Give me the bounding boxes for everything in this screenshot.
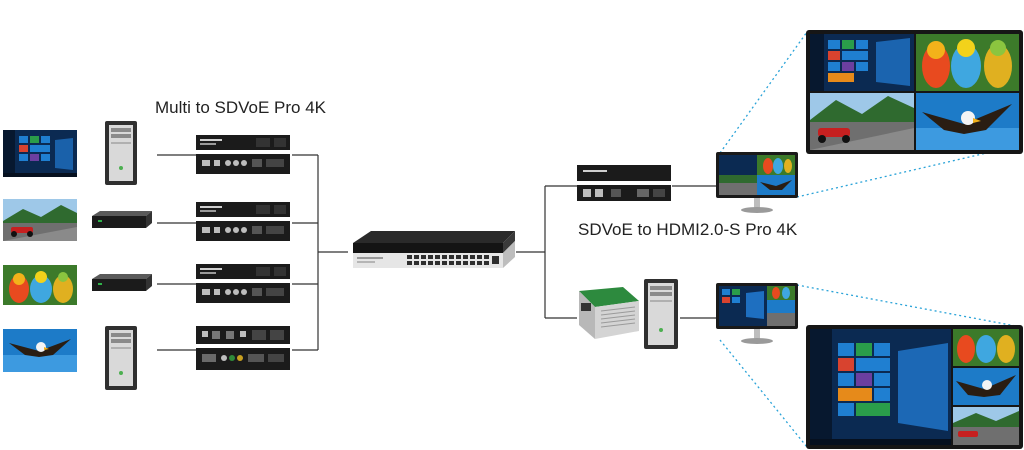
network-switch-icon (353, 231, 515, 268)
pc-tower-icon (644, 279, 678, 349)
encoder-group-title: Multi to SDVoE Pro 4K (155, 98, 327, 117)
racing-scene-thumbnail (3, 199, 77, 241)
quad-eagle (916, 93, 1019, 150)
quad-racing (810, 93, 914, 150)
monitor-icon (716, 152, 798, 213)
quad-windows-desktop (810, 34, 914, 91)
multi-input-encoder-icon (196, 326, 290, 370)
sdvoe-pcie-card-icon (579, 287, 639, 339)
monitor-icon (716, 283, 798, 344)
parrots-thumbnail (3, 265, 77, 305)
sdvoe-decoder-icon (577, 165, 671, 201)
main-windows-desktop (810, 329, 951, 445)
sdvoe-encoder-icon (196, 202, 290, 241)
videowall-mixed-display (806, 325, 1023, 449)
side-racing (953, 407, 1019, 445)
windows-desktop-thumbnail (3, 130, 77, 177)
sdvoe-encoder-icon (196, 264, 290, 303)
pc-tower-icon (105, 121, 137, 185)
side-eagle (953, 368, 1019, 405)
pc-tower-icon (105, 326, 137, 390)
decoder-group-title: SDVoE to HDMI2.0-S Pro 4K (578, 220, 798, 239)
eagle-thumbnail (3, 329, 77, 372)
media-player-icon (92, 274, 152, 291)
side-parrots (953, 329, 1019, 366)
quad-parrots (916, 34, 1019, 91)
sdvoe-encoder-icon (196, 135, 290, 174)
media-player-icon (92, 211, 152, 228)
videowall-quad-display (806, 30, 1023, 154)
